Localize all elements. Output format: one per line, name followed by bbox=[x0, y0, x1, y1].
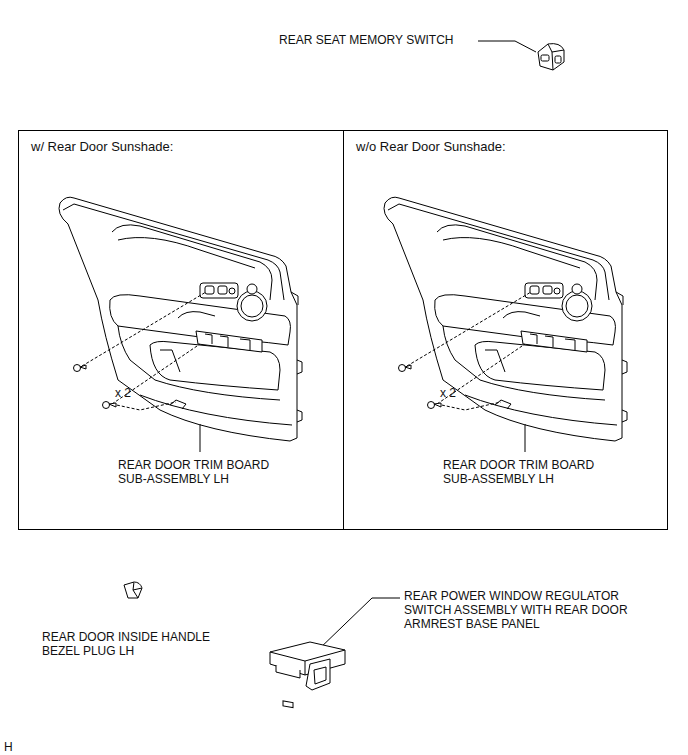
quantity-label: x 2 bbox=[115, 386, 155, 400]
panel-heading: w/ Rear Door Sunshade: bbox=[31, 139, 173, 154]
part-name: REAR SEAT MEMORY SWITCH bbox=[279, 33, 453, 47]
variant-panel: w/o Rear Door Sunshade: x 2 REAR DOOR TRIM… bbox=[343, 130, 668, 530]
part-name: REAR DOOR INSIDE HANDLE BEZEL PLUG LH bbox=[42, 630, 228, 658]
variant-panel: w/ Rear Door Sunshade: x 2 REAR DOOR TRIM … bbox=[18, 130, 344, 530]
part-name: REAR DOOR TRIM BOARD SUB-ASSEMBLY LH bbox=[443, 458, 615, 486]
part-name: REAR POWER WINDOW REGULATOR SWITCH ASSEM… bbox=[404, 589, 648, 631]
part-name: REAR DOOR TRIM BOARD SUB-ASSEMBLY LH bbox=[118, 458, 290, 486]
quantity-label: x 2 bbox=[440, 386, 480, 400]
figure-code: H bbox=[4, 740, 13, 754]
panel-heading: w/o Rear Door Sunshade: bbox=[356, 139, 506, 154]
